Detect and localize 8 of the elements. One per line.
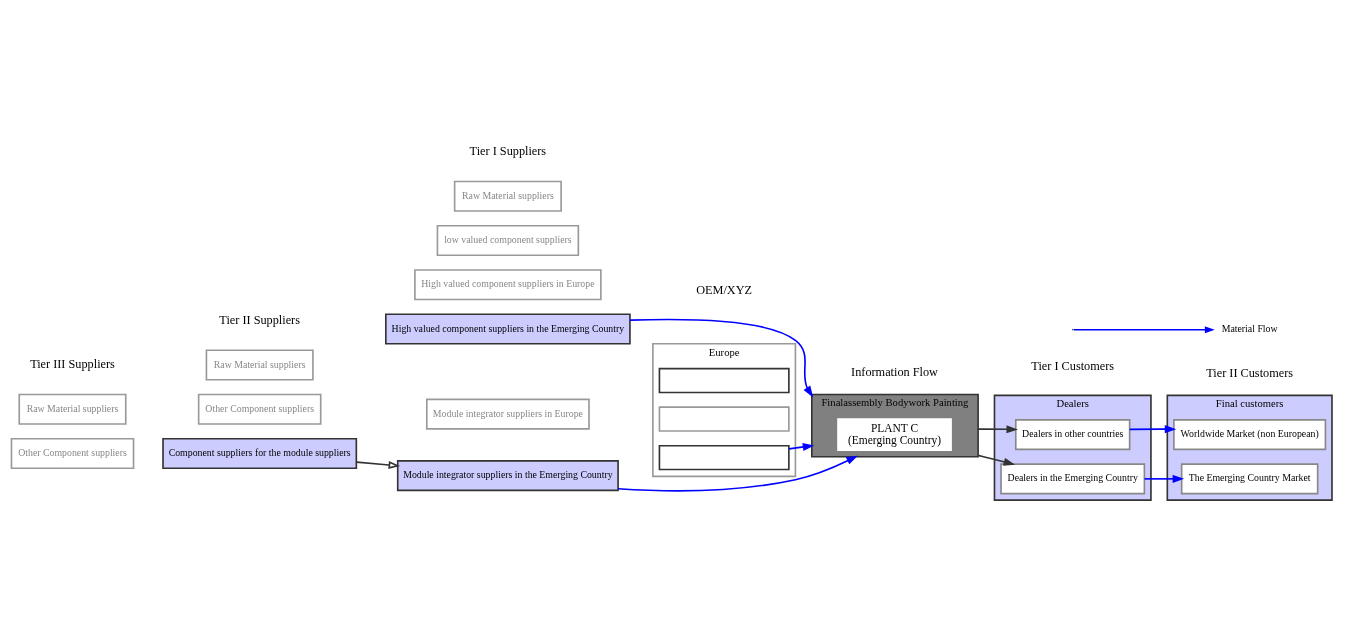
label: Tier II Customers (1206, 365, 1294, 380)
label: Tier I Customers (1031, 358, 1115, 373)
label: Tier III Suppliers (30, 356, 115, 371)
label: OEM/XYZ (696, 283, 753, 298)
label: Tier II Suppliers (219, 312, 300, 327)
label: Tier I Suppliers (469, 143, 547, 158)
legend-label: Material Flow (1221, 323, 1278, 335)
label: Information Flow (851, 365, 938, 380)
